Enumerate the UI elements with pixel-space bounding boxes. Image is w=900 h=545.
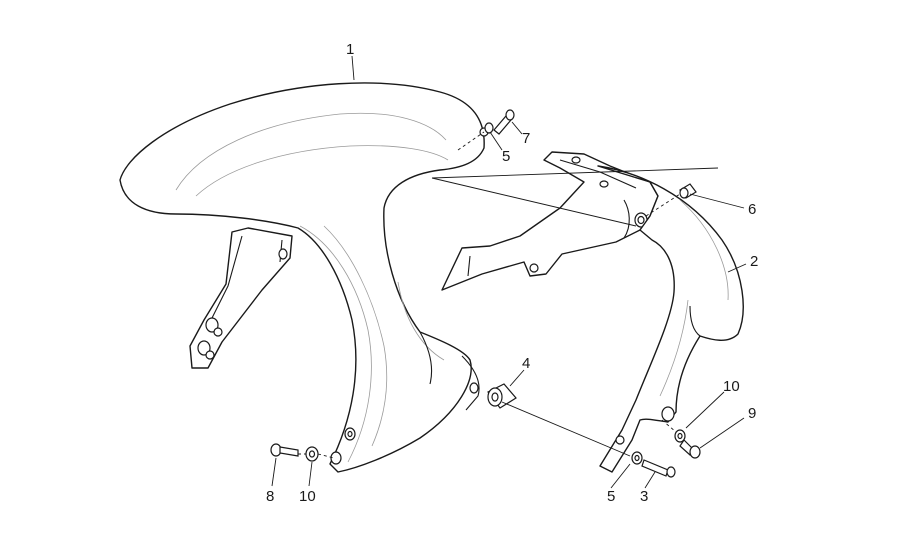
bracket-curved-arm (597, 165, 744, 473)
screw-part-8 (270, 443, 299, 457)
washer-part-5-top (484, 122, 494, 134)
assembly-line-v-left (431, 167, 719, 179)
callout-6: 6 (748, 201, 756, 218)
callout-9: 9 (748, 405, 756, 422)
mudguard-shell (119, 82, 485, 473)
callout-5-top: 5 (502, 148, 510, 165)
spacer-bushing-part-4 (487, 383, 517, 409)
callout-7: 7 (522, 130, 530, 147)
fender-bracket-part-2 (441, 151, 744, 473)
assembly-line-bushing (501, 401, 631, 457)
callout-10-left: 10 (299, 488, 316, 505)
screw-part-7 (493, 109, 515, 135)
callout-10-right: 10 (723, 378, 740, 395)
callout-1: 1 (346, 41, 354, 58)
washer-part-5-bottom (631, 451, 643, 465)
callout-3: 3 (640, 488, 648, 505)
assembly-line-6 (645, 193, 681, 217)
callout-8: 8 (266, 488, 274, 505)
screw-part-9 (679, 439, 701, 459)
callout-5-bottom: 5 (607, 488, 615, 505)
callout-2: 2 (750, 253, 758, 270)
washer-part-10-right (674, 429, 686, 443)
screw-part-3 (641, 459, 676, 478)
front-mudguard-part-1 (119, 82, 489, 473)
assembly-line-v-right (431, 177, 637, 227)
bushing-part-6 (679, 183, 697, 199)
washer-part-10-left (305, 446, 319, 462)
assembly-line-left-screw (298, 453, 335, 459)
callout-4: 4 (522, 355, 530, 372)
assembly-line-top (457, 131, 485, 151)
